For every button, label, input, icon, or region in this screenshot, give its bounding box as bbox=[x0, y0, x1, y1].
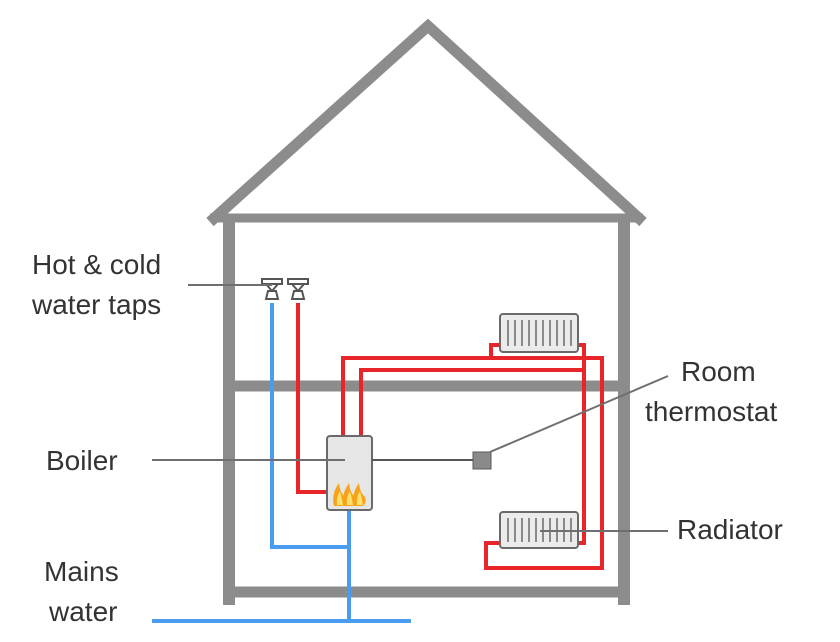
cold-tap-icon bbox=[261, 278, 283, 300]
hot-tap-icon bbox=[287, 278, 309, 300]
hot-tap-pipe bbox=[296, 303, 330, 494]
radiator-label: Radiator bbox=[677, 514, 783, 545]
taps-label-line1: Hot & cold bbox=[32, 249, 161, 280]
upper-radiator-return bbox=[578, 343, 586, 370]
taps-label-line2: water taps bbox=[31, 289, 161, 320]
thermostat-label-line1: Room bbox=[681, 356, 756, 387]
house-roof bbox=[206, 18, 647, 227]
flame-icon bbox=[333, 483, 366, 506]
thermostat-label-line2: thermostat bbox=[645, 396, 777, 427]
thermostat-leader-line bbox=[489, 375, 669, 453]
mains-label-line1: Mains bbox=[44, 556, 119, 587]
cold-riser-pipe bbox=[270, 303, 351, 621]
room-thermostat-icon bbox=[472, 451, 492, 470]
house bbox=[206, 18, 647, 605]
boiler-icon bbox=[326, 435, 373, 511]
hot-water-pipes bbox=[296, 303, 604, 570]
upper-radiator-feed bbox=[343, 343, 500, 360]
boiler-label: Boiler bbox=[46, 445, 118, 476]
upper-radiator-icon bbox=[499, 313, 579, 353]
cold-water-pipes bbox=[152, 303, 411, 623]
leader-lines bbox=[152, 284, 669, 532]
mains-label-line2: water bbox=[48, 596, 117, 627]
hot-and-cold-taps bbox=[261, 278, 309, 300]
